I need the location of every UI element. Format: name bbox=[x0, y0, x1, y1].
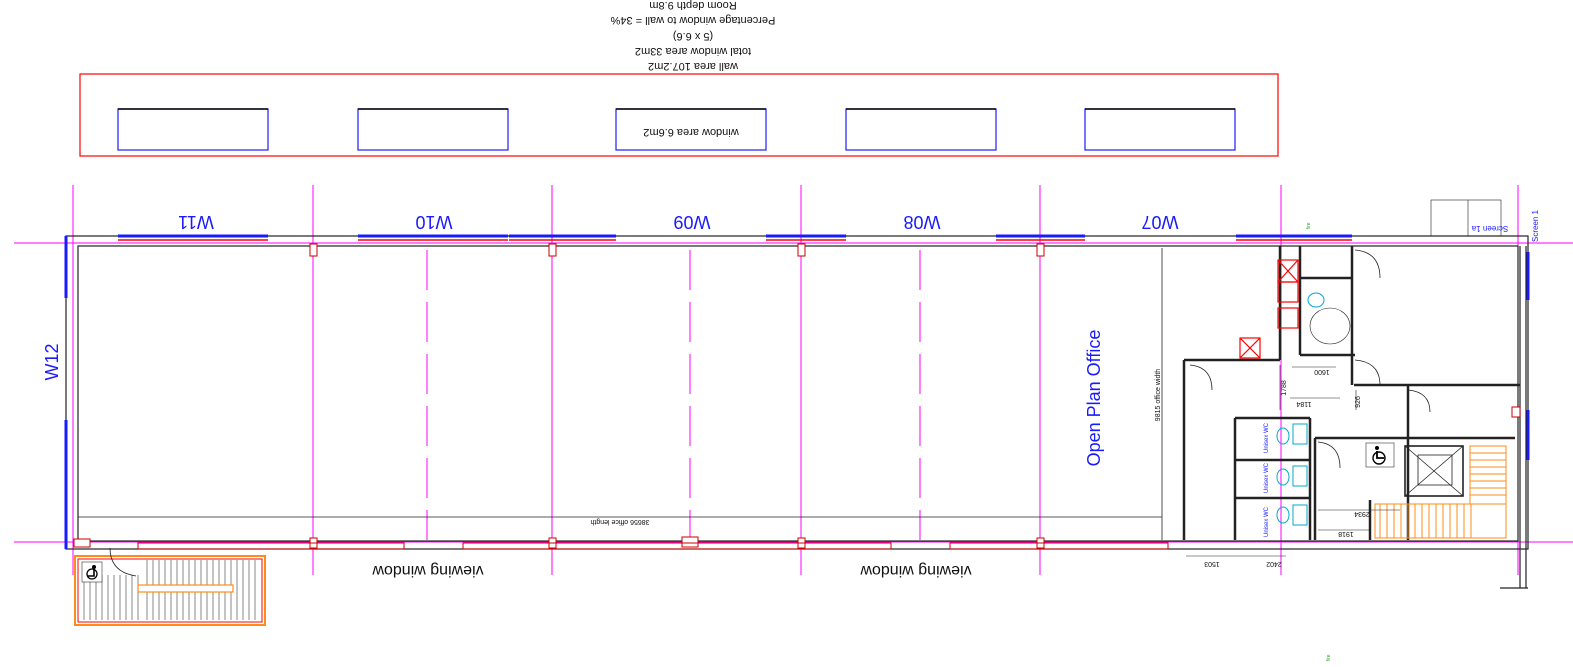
kitchen-units bbox=[1239, 259, 1299, 359]
room-depth-text: Room depth 9.8m bbox=[649, 0, 736, 11]
outer-walls bbox=[65, 235, 1529, 550]
viewing-window-label-2: viewing window bbox=[860, 562, 972, 579]
left-wall-markers bbox=[73, 406, 1521, 548]
core-doors bbox=[1189, 249, 1431, 469]
lift bbox=[1404, 445, 1464, 497]
dim-2402: 2402 bbox=[1266, 560, 1282, 567]
window-label-w07: W07 bbox=[1141, 212, 1178, 232]
office-width-dimension: 9815 office width bbox=[1155, 369, 1162, 422]
screen-1-label: Screen 1 bbox=[1531, 209, 1540, 242]
room-label: Open Plan Office bbox=[1084, 330, 1104, 467]
accessible-wc-icon bbox=[1365, 442, 1395, 468]
right-end-details bbox=[1430, 199, 1528, 589]
bottom-windows bbox=[137, 542, 1169, 550]
percentage-text: Percentage window to wall = 34% bbox=[610, 14, 775, 26]
wc-label-3: Unisex WC bbox=[1264, 506, 1270, 537]
small-green-label-1: fire bbox=[1306, 222, 1312, 229]
dim-2934: 2934 bbox=[1354, 510, 1370, 517]
window-label-w12: W12 bbox=[42, 343, 62, 380]
top-windows bbox=[64, 234, 1530, 549]
wheelchair-icon bbox=[81, 561, 103, 583]
elevation-panel: window area 6.6m2 Room depth 9.8m Percen… bbox=[79, 0, 1279, 157]
wc-label-1: Unisex WC bbox=[1264, 422, 1270, 453]
wall-area-text: wall area 107.2m2 bbox=[648, 60, 739, 72]
window-label-w10: W10 bbox=[415, 212, 452, 232]
dim-926: 926 bbox=[1355, 396, 1362, 408]
wc-label-2: Unisex WC bbox=[1264, 462, 1270, 493]
dim-1788: 1788 bbox=[1281, 380, 1288, 396]
entrance-stair bbox=[74, 547, 266, 626]
columns bbox=[309, 243, 1045, 549]
core-stair bbox=[1374, 445, 1507, 539]
small-green-label-2: fire bbox=[1326, 654, 1332, 661]
core-walls bbox=[1182, 246, 1520, 540]
dim-1503: 1503 bbox=[1204, 560, 1220, 567]
window-label-w11: W11 bbox=[178, 212, 214, 232]
dim-1184: 1184 bbox=[1296, 400, 1311, 407]
calc-text: (5 x 6.6) bbox=[673, 30, 713, 42]
window-label-w08: W08 bbox=[903, 212, 940, 232]
office-length-dimension: 38656 office length bbox=[590, 518, 649, 525]
grid-dash-lines bbox=[312, 250, 1041, 540]
grid-lines bbox=[14, 185, 1573, 575]
dim-1918: 1918 bbox=[1338, 530, 1354, 537]
total-window-area-text: total window area 33m2 bbox=[635, 45, 751, 57]
dim-1600: 1600 bbox=[1314, 368, 1330, 375]
window-area-label: window area 6.6m2 bbox=[643, 126, 739, 138]
viewing-window-label-1: viewing window bbox=[372, 562, 484, 579]
core-dimension-lines bbox=[1186, 365, 1400, 557]
screen-1a-label: Screen 1a bbox=[1471, 224, 1508, 233]
window-label-w09: W09 bbox=[673, 212, 710, 232]
window-labels: W11 W10 W09 W08 W07 W12 bbox=[42, 212, 1179, 381]
wc-fixtures bbox=[1276, 292, 1351, 526]
